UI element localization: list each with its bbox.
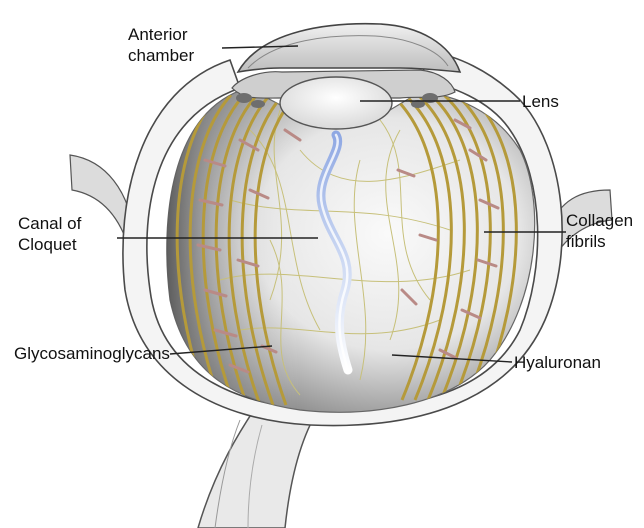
label-anterior-chamber-line2: chamber — [128, 45, 194, 66]
label-canal-of-cloquet: Canal of Cloquet — [18, 213, 81, 255]
label-collagen-fibrils-line1: Collagen — [566, 210, 633, 231]
label-lens: Lens — [522, 91, 559, 112]
label-anterior-chamber-line1: Anterior — [128, 24, 194, 45]
label-collagen-fibrils-line2: fibrils — [566, 231, 633, 252]
label-canal-of-cloquet-line2: Cloquet — [18, 234, 81, 255]
label-hyaluronan: Hyaluronan — [514, 352, 601, 373]
lens — [280, 77, 392, 129]
label-canal-of-cloquet-line1: Canal of — [18, 213, 81, 234]
label-anterior-chamber: Anterior chamber — [128, 24, 194, 66]
label-collagen-fibrils: Collagen fibrils — [566, 210, 633, 252]
label-glycosaminoglycans: Glycosaminoglycans — [14, 343, 170, 364]
